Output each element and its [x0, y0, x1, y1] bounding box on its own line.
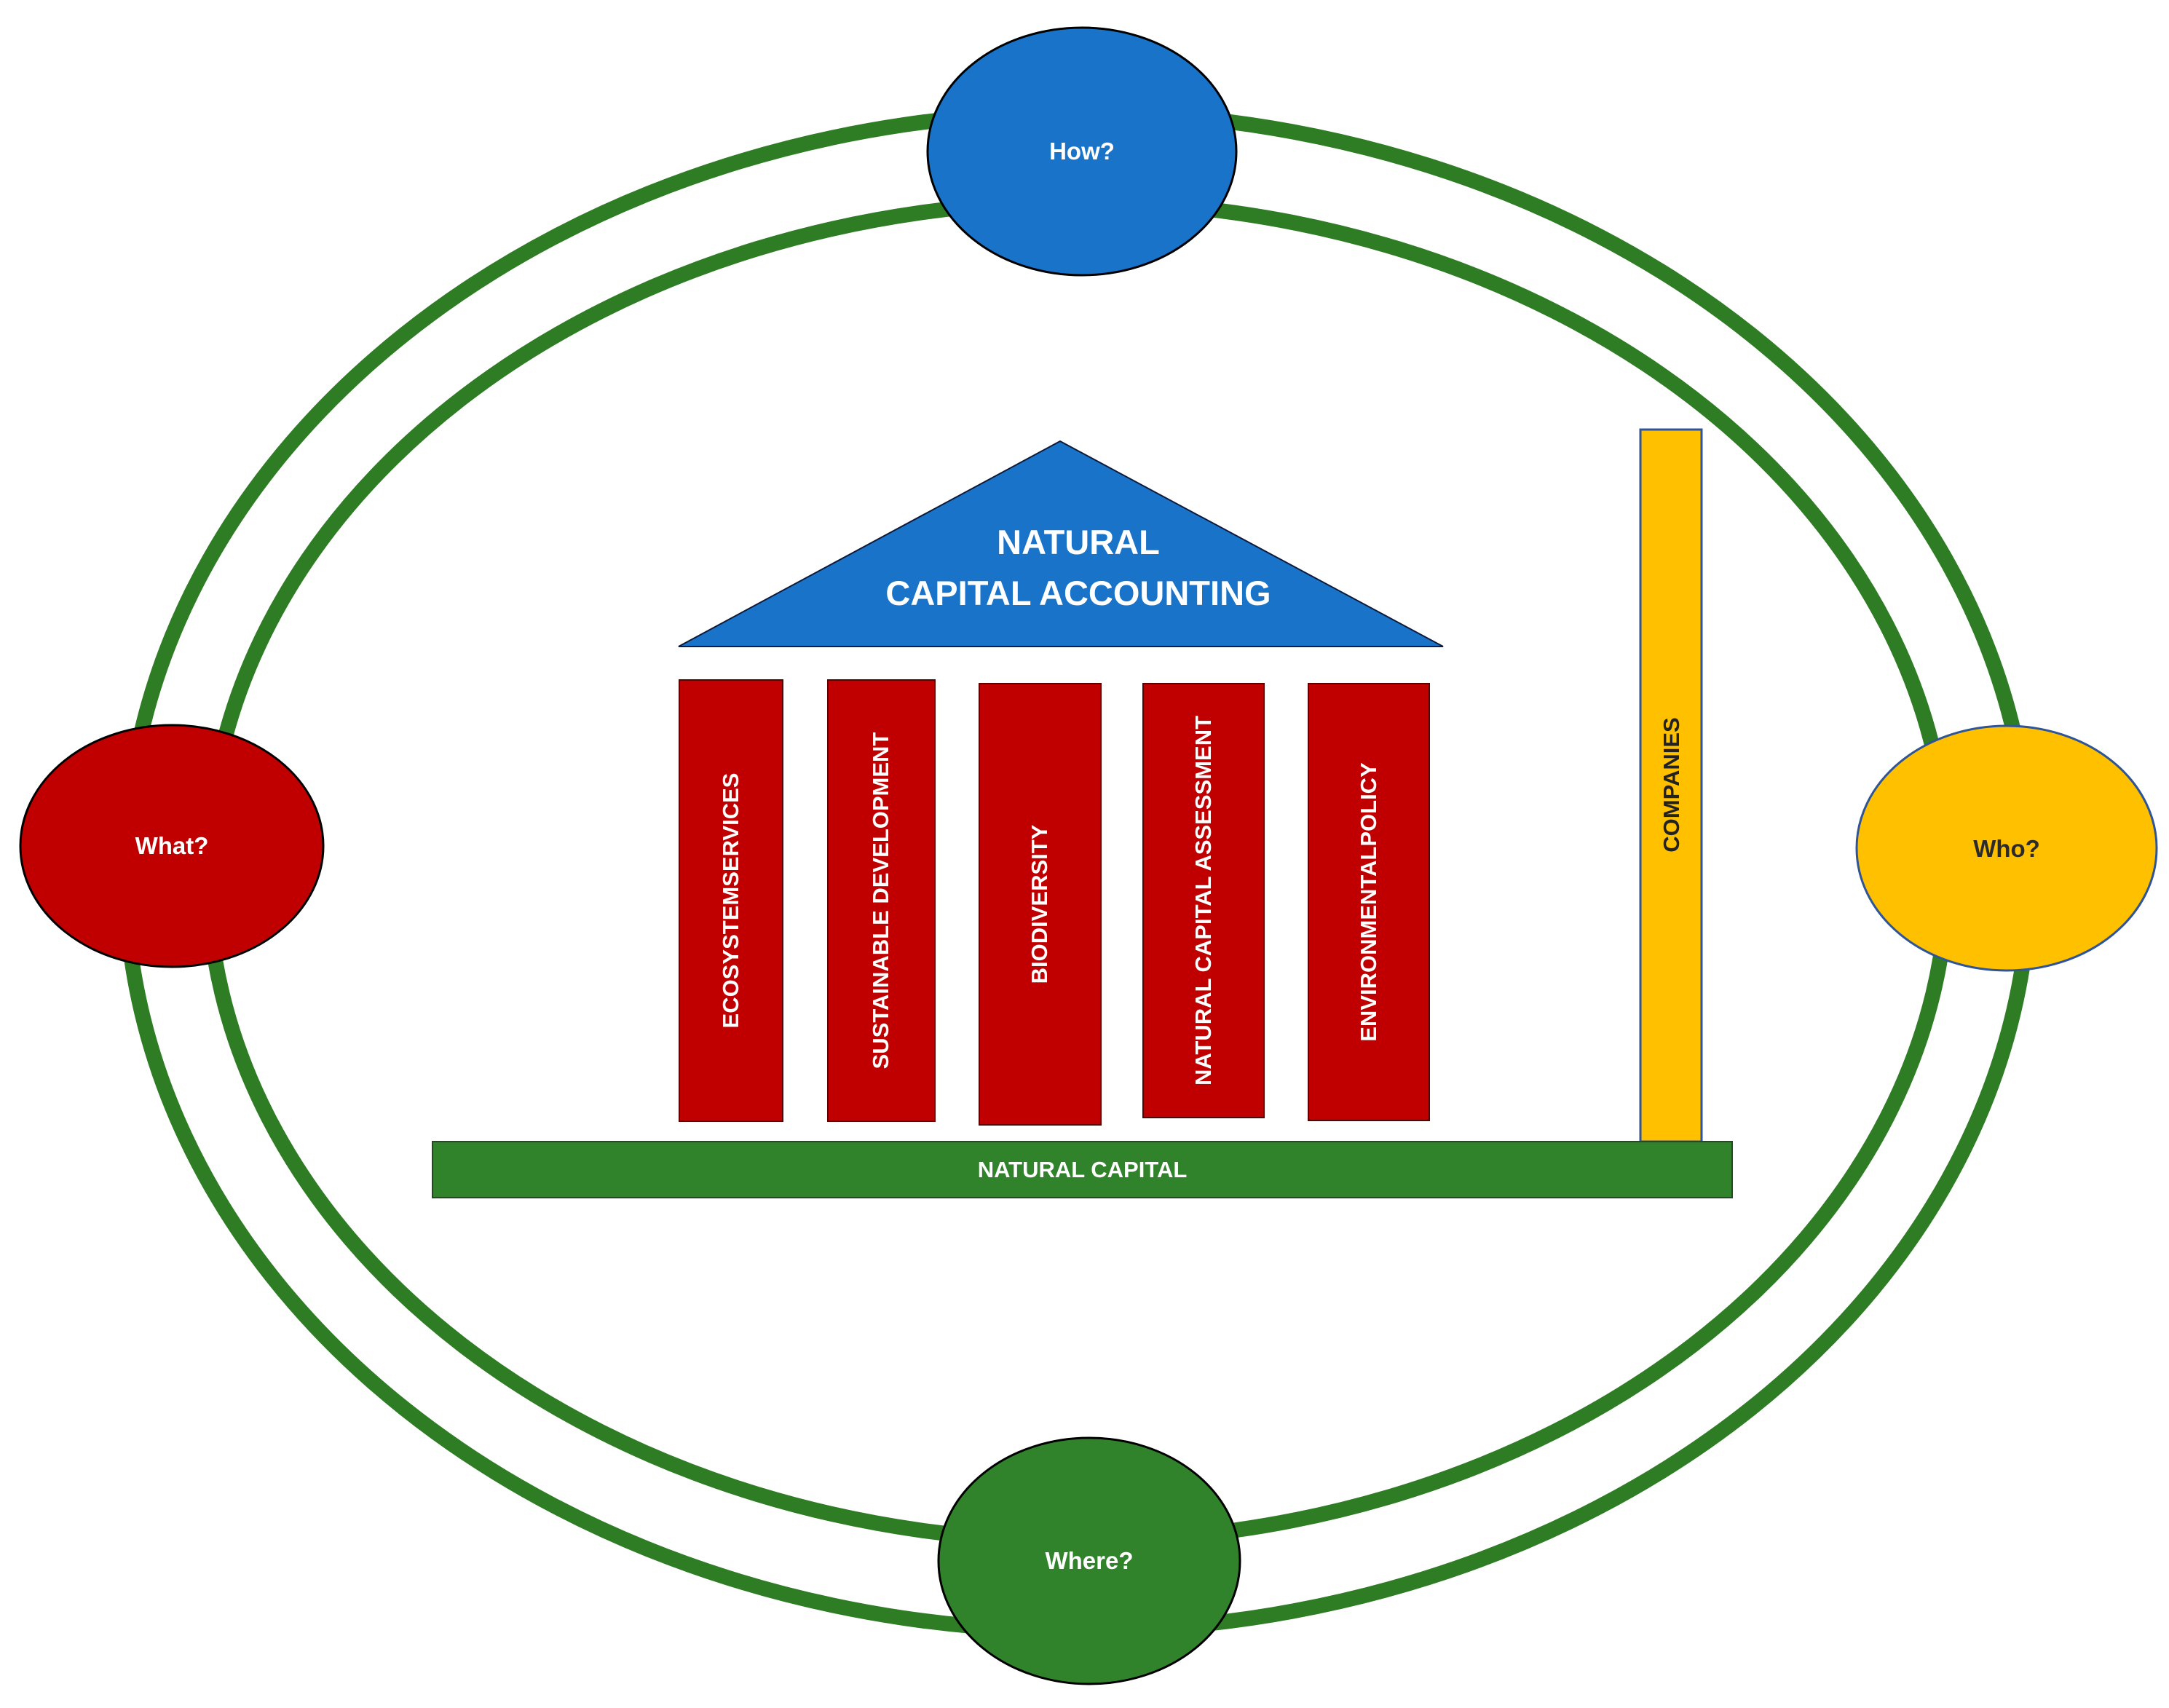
node-who [1855, 724, 2158, 972]
node-where [937, 1436, 1241, 1685]
pillar-label-natural-capital-assessment: NATURAL CAPITAL ASSESSMENT [1190, 716, 1217, 1086]
pillar-label-line: BIODIVERSITY [1027, 824, 1053, 984]
foundation-bar [432, 1141, 1733, 1198]
node-where-label: Where? [1045, 1547, 1134, 1574]
pillar-label-environmental-policy: ENVIRONMENTAL POLICY [1356, 762, 1382, 1042]
node-how [926, 26, 1238, 277]
roof-label: NATURAL CAPITAL ACCOUNTING [769, 510, 1388, 626]
pillar-label-ecosystem-services: ECOSYSTEM SERVICES [718, 773, 744, 1029]
pillar-label-biodiversity: BIODIVERSITY [1027, 825, 1053, 984]
pillar-label-line: SUSTAINABLE DEVELOPMENT [868, 732, 894, 1070]
pillar-label-line: ENVIRONMENTAL [1356, 846, 1382, 1042]
roof-triangle [678, 440, 1444, 647]
pillar-sustainable-development [827, 679, 936, 1122]
node-what [19, 724, 325, 968]
companies-label-text: COMPANIES [1659, 717, 1685, 853]
companies-label: COMPANIES [1659, 717, 1685, 852]
pillar-biodiversity [979, 683, 1102, 1126]
foundation-label: NATURAL CAPITAL [977, 1156, 1188, 1182]
pillar-label-line: ECOSYSTEM [718, 886, 744, 1029]
pillar-label-sustainable-development: SUSTAINABLE DEVELOPMENT [868, 732, 894, 1070]
pillar-label-line: POLICY [1356, 762, 1382, 847]
pillar-label-line: SERVICES [718, 772, 744, 887]
roof-label-line2: CAPITAL ACCOUNTING [885, 574, 1271, 612]
node-how-label: How? [1049, 138, 1115, 165]
pillar-ecosystem-services [679, 679, 783, 1122]
pillar-label-line: NATURAL CAPITAL ASSESSMENT [1190, 715, 1217, 1086]
pillar-environmental-policy [1308, 683, 1430, 1121]
node-what-label: What? [135, 832, 209, 859]
node-who-label: Who? [1973, 835, 2040, 862]
pillar-natural-capital-assessment [1142, 683, 1265, 1118]
roof-label-line1: NATURAL [997, 522, 1160, 561]
